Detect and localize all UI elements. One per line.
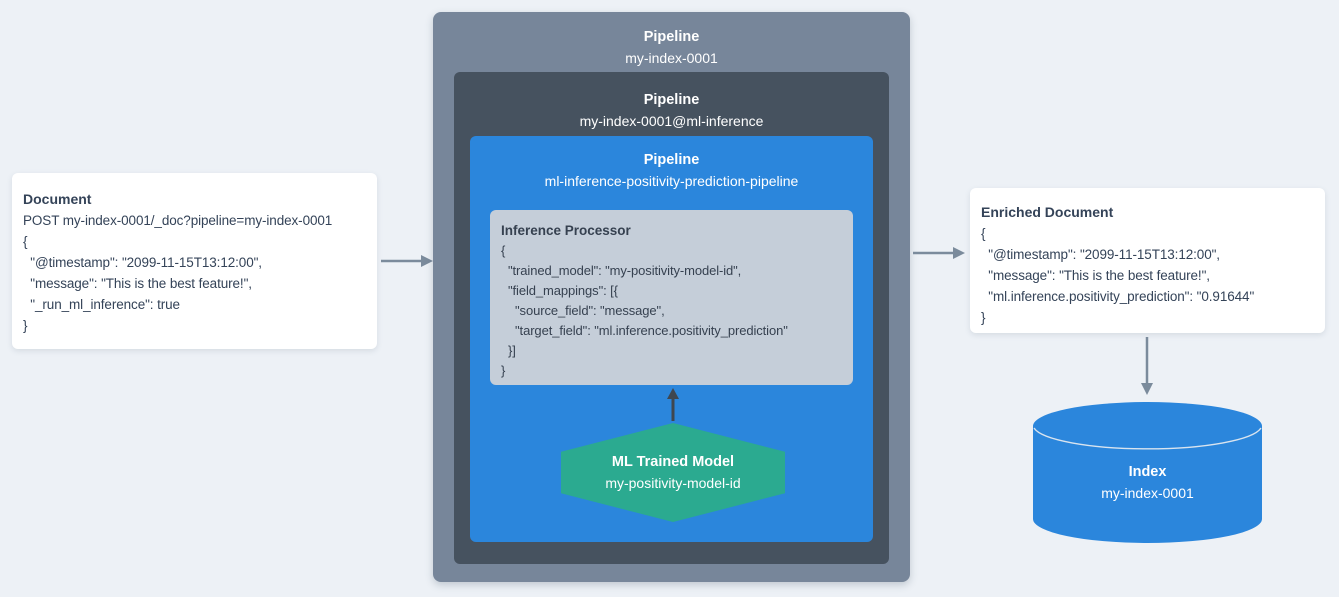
ml-model-title: ML Trained Model: [611, 453, 735, 470]
arrow-right-icon: [913, 247, 965, 259]
ml-pipeline-box: Pipeline ml-inference-positivity-predict…: [470, 136, 873, 542]
index-label: Index my-index-0001: [1033, 462, 1262, 504]
document-card-title: Document: [23, 191, 92, 207]
outer-pipeline-name: my-index-0001: [625, 50, 718, 66]
index-name: my-index-0001: [1101, 485, 1194, 501]
document-code-line: }: [23, 318, 28, 333]
ml-model-name: my-positivity-model-id: [605, 474, 741, 491]
outer-pipeline-box: Pipeline my-index-0001 Pipeline my-index…: [433, 12, 910, 582]
outer-pipeline-title: Pipeline: [643, 29, 700, 45]
enriched-code-line: }: [981, 310, 986, 325]
document-card: Document POST my-index-0001/_doc?pipelin…: [12, 173, 377, 349]
processor-code-line: }: [501, 363, 506, 378]
document-code-line: POST my-index-0001/_doc?pipeline=my-inde…: [23, 213, 333, 228]
processor-code-line: "target_field": "ml.inference.positivity…: [501, 323, 788, 338]
processor-code-line: "field_mappings": [{: [501, 283, 618, 298]
enriched-code-line: "ml.inference.positivity_prediction": "0…: [981, 289, 1255, 304]
enriched-code-line: {: [981, 226, 986, 241]
enriched-code-line: "@timestamp": "2099-11-15T13:12:00",: [981, 247, 1220, 262]
processor-code-line: {: [501, 243, 506, 258]
ml-pipeline-title: Pipeline: [643, 152, 700, 168]
inner-pipeline-name: my-index-0001@ml-inference: [579, 113, 764, 129]
document-code-line: "message": "This is the best feature!",: [23, 276, 252, 291]
ml-pipeline-header: Pipeline ml-inference-positivity-predict…: [470, 136, 873, 192]
enriched-card-title: Enriched Document: [981, 204, 1114, 220]
index-cylinder: Index my-index-0001: [1033, 402, 1262, 543]
document-code-line: "@timestamp": "2099-11-15T13:12:00",: [23, 255, 262, 270]
processor-code-line: }]: [501, 343, 516, 358]
inner-pipeline-box: Pipeline my-index-0001@ml-inference Pipe…: [454, 72, 889, 564]
ml-pipeline-name: ml-inference-positivity-prediction-pipel…: [544, 173, 799, 189]
inference-processor-title: Inference Processor: [501, 223, 631, 238]
enriched-document-card: Enriched Document { "@timestamp": "2099-…: [970, 188, 1325, 333]
inner-pipeline-title: Pipeline: [643, 92, 700, 108]
arrow-down-icon: [1141, 337, 1153, 395]
inner-pipeline-header: Pipeline my-index-0001@ml-inference: [454, 72, 889, 132]
index-title: Index: [1128, 464, 1167, 480]
arrow-up-icon: [667, 388, 679, 421]
database-cylinder-icon: [1033, 402, 1262, 543]
outer-pipeline-header: Pipeline my-index-0001: [433, 12, 910, 69]
enriched-code-line: "message": "This is the best feature!",: [981, 268, 1210, 283]
arrow-right-icon: [381, 255, 433, 267]
document-code-line: "_run_ml_inference": true: [23, 297, 180, 312]
processor-code-line: "source_field": "message",: [501, 303, 665, 318]
inference-processor-box: Inference Processor { "trained_model": "…: [490, 210, 853, 385]
processor-code-line: "trained_model": "my-positivity-model-id…: [501, 263, 742, 278]
document-code-line: {: [23, 234, 28, 249]
